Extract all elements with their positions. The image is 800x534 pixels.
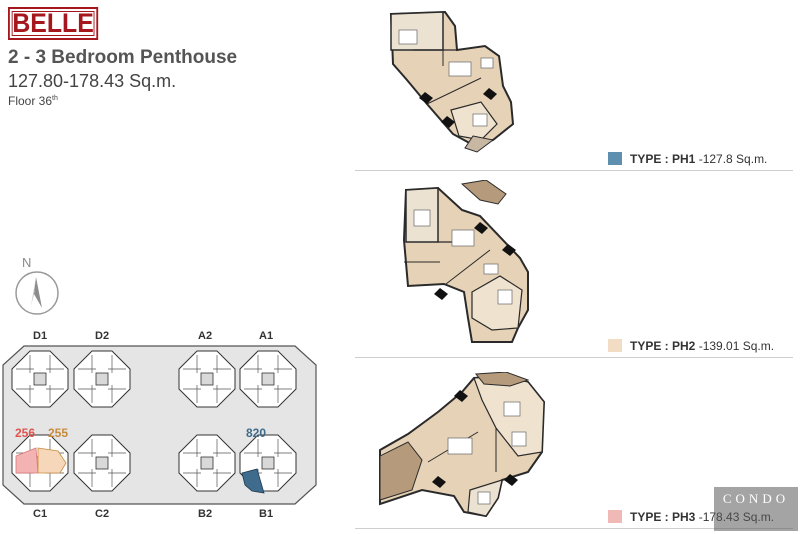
divider — [355, 357, 793, 358]
swatch-ph3 — [608, 510, 622, 523]
compass-icon — [15, 271, 59, 315]
tower-label-a1: A1 — [259, 330, 274, 342]
unit-marker-820: 820 — [246, 426, 267, 440]
divider — [355, 170, 793, 171]
floor-plan-ph1 — [389, 10, 515, 153]
floor-plan-ph3 — [379, 372, 546, 518]
type-label-ph2: TYPE : PH2 -139.01 Sq.m. — [630, 339, 775, 353]
swatch-ph1 — [608, 152, 622, 165]
tower-label-a2: A2 — [198, 330, 213, 342]
type-label-ph1: TYPE : PH1 -127.8 Sq.m. — [630, 152, 768, 166]
unit-255-highlight — [37, 447, 67, 474]
belle-logo: BELLE — [8, 7, 99, 40]
tower-label-c1: C1 — [33, 508, 48, 520]
floor-label: Floor 36th — [8, 94, 58, 108]
compass-north-label: N — [22, 255, 32, 270]
tower-label-b2: B2 — [198, 508, 213, 520]
tower-label-c2: C2 — [95, 508, 110, 520]
swatch-ph2 — [608, 339, 622, 352]
tower-label-d1: D1 — [33, 330, 48, 342]
area-range: 127.80-178.43 Sq.m. — [8, 71, 177, 91]
tower-label-b1: B1 — [259, 508, 274, 520]
tower-label-d2: D2 — [95, 330, 110, 342]
divider — [355, 528, 793, 529]
unit-820-highlight — [241, 468, 265, 494]
floor-plan-ph2 — [402, 180, 529, 343]
unit-marker-256: 256 — [15, 426, 36, 440]
condo-watermark: CONDO — [714, 487, 798, 531]
unit-marker-255: 255 — [48, 426, 69, 440]
page-title: 2 - 3 Bedroom Penthouse — [8, 47, 238, 68]
site-plan — [2, 345, 317, 505]
